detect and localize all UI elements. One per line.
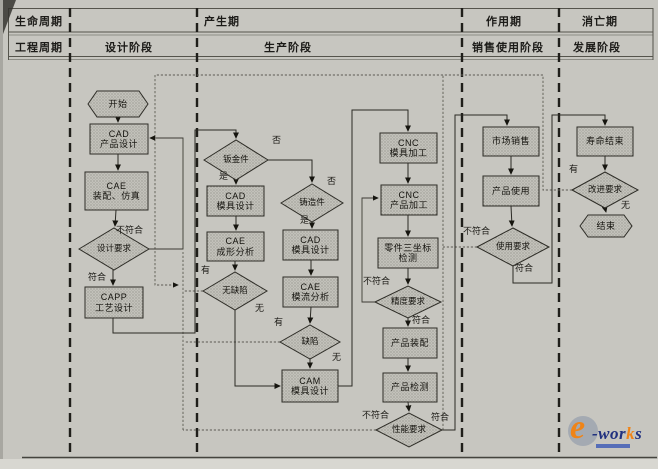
process-boxes: [84, 123, 634, 403]
label-perf-fail: 不符合: [362, 410, 390, 420]
header-phase-death: 消亡期: [582, 16, 618, 28]
label-cast-yes: 是: [300, 215, 310, 225]
terminator-hexagons: [87, 90, 633, 238]
main-flow-lines: [110, 109, 608, 431]
label-cast-no: 否: [327, 176, 337, 186]
label-defect-none: 无: [332, 352, 342, 362]
loop-lines: [149, 135, 379, 303]
label-use-fail: 不符合: [463, 226, 491, 236]
label-use-pass: 符合: [515, 263, 534, 273]
label-nodefect-has: 有: [201, 265, 211, 275]
node-cmm-inspection: 零件三坐标检测: [384, 242, 432, 263]
eworks-logo-underline: [596, 444, 630, 448]
eworks-logo-e: e: [570, 409, 586, 446]
node-no-defect-decision: 无缺陷: [222, 285, 248, 296]
label-nodefect-none: 无: [255, 303, 265, 313]
label-defect-has: 有: [274, 317, 284, 327]
label-sheet-yes: 是: [219, 171, 229, 181]
node-market-sales: 市场销售: [491, 136, 530, 147]
node-defect-decision: 缺陷: [301, 336, 319, 347]
node-sheet-metal-decision: 钣金件: [223, 154, 249, 165]
eworks-logo-circle: [568, 416, 598, 446]
scan-bottom-edge: [0, 459, 658, 469]
header-life-cycle: 生命周期: [15, 16, 63, 28]
node-design-requirement-decision: 设计要求: [96, 243, 131, 254]
label-precision-fail: 不符合: [363, 276, 391, 286]
header-stage-design: 设计阶段: [105, 42, 153, 54]
node-life-end: 寿命结束: [585, 136, 624, 147]
label-design-req-fail: 不符合: [116, 225, 144, 235]
header-phase-action: 作用期: [486, 16, 522, 28]
header-stage-sales-use: 销售使用阶段: [472, 42, 544, 54]
node-end: 结束: [596, 220, 616, 231]
node-product-use: 产品使用: [491, 185, 530, 196]
node-product-assembly: 产品装配: [390, 337, 429, 348]
eworks-watermark-logo: e -works: [566, 409, 656, 458]
node-casting-decision: 铸造件: [299, 197, 325, 208]
node-precision-requirement-decision: 精度要求: [390, 296, 425, 307]
header-engineering-cycle: 工程周期: [15, 42, 63, 54]
scan-left-edge: [0, 0, 3, 469]
label-sheet-no: 否: [272, 135, 282, 145]
header-stage-development: 发展阶段: [573, 42, 621, 54]
node-product-testing: 产品检测: [390, 382, 429, 393]
feedback-lines: [154, 74, 572, 431]
label-precision-pass: 符合: [412, 315, 431, 325]
header-stage-production: 生产阶段: [264, 42, 312, 54]
label-perf-pass: 符合: [431, 412, 450, 422]
node-performance-requirement-decision: 性能要求: [391, 424, 426, 435]
header-phase-birth: 产生期: [204, 16, 240, 28]
eworks-logo-text: -works: [592, 424, 643, 443]
label-improve-has: 有: [569, 164, 579, 174]
label-improve-none: 无: [621, 200, 631, 210]
decision-diamonds: [78, 139, 640, 448]
node-use-requirement-decision: 使用要求: [495, 241, 530, 252]
node-start: 开始: [108, 98, 128, 109]
node-improvement-requirement-decision: 改进要求: [587, 184, 622, 195]
label-design-req-pass: 符合: [88, 272, 107, 282]
